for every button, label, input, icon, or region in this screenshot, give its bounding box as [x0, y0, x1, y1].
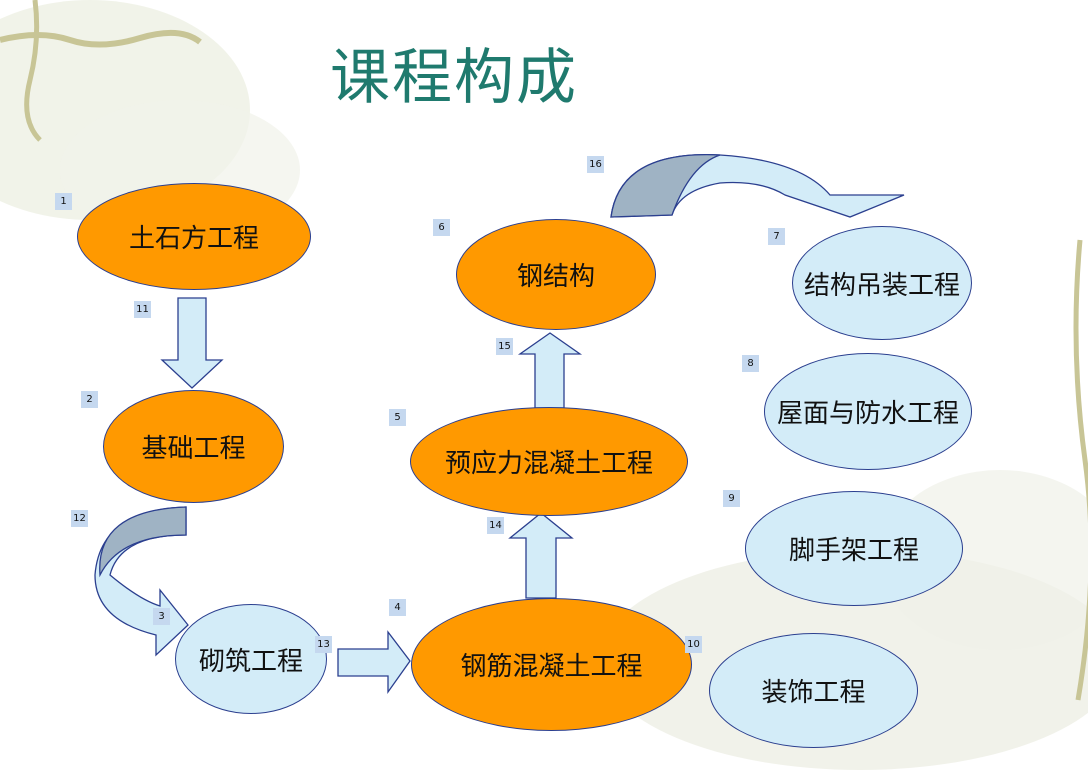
- label-5: 5: [389, 409, 406, 426]
- label-10: 10: [685, 636, 702, 653]
- node-roofing-waterproofing: 屋面与防水工程: [764, 353, 972, 470]
- node-decoration: 装饰工程: [709, 633, 918, 748]
- label-12: 12: [71, 510, 88, 527]
- node-foundation: 基础工程: [103, 390, 284, 503]
- label-15: 15: [496, 338, 513, 355]
- arrow-right-13: [337, 630, 411, 695]
- label-11: 11: [134, 301, 151, 318]
- label-14: 14: [487, 517, 504, 534]
- arrow-down-11: [160, 297, 224, 389]
- page-title: 课程构成: [330, 43, 578, 113]
- label-4: 4: [389, 599, 406, 616]
- label-9: 9: [723, 490, 740, 507]
- arrow-up-15: [517, 332, 583, 409]
- node-earthwork: 土石方工程: [77, 183, 311, 290]
- node-reinforced-concrete: 钢筋混凝土工程: [411, 598, 692, 731]
- label-1: 1: [55, 193, 72, 210]
- label-6: 6: [433, 219, 450, 236]
- node-scaffolding: 脚手架工程: [745, 491, 963, 606]
- node-structural-hoisting: 结构吊装工程: [792, 226, 972, 340]
- arrow-up-14: [508, 512, 574, 599]
- label-8: 8: [742, 355, 759, 372]
- node-steel-structure: 钢结构: [456, 219, 656, 330]
- label-2: 2: [81, 391, 98, 408]
- label-3: 3: [153, 608, 170, 625]
- node-masonry: 砌筑工程: [175, 604, 327, 714]
- node-prestressed-concrete: 预应力混凝土工程: [410, 407, 688, 516]
- label-13: 13: [315, 636, 332, 653]
- label-16: 16: [587, 156, 604, 173]
- label-7: 7: [768, 228, 785, 245]
